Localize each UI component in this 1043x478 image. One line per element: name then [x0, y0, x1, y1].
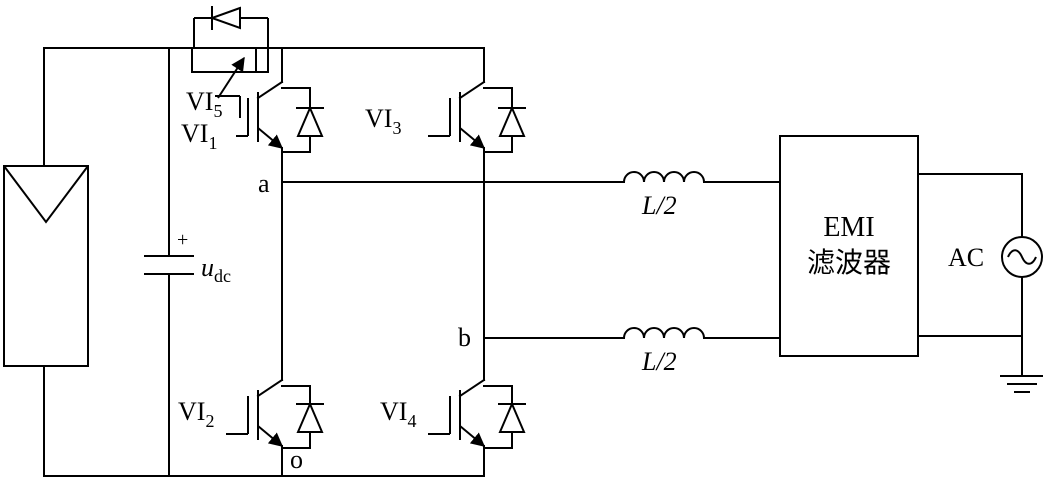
- pv-panel: [3, 165, 89, 367]
- vi1-label: VI1: [181, 119, 217, 153]
- vi5-diode: [193, 6, 269, 72]
- vi1-igbt: [236, 80, 284, 153]
- ground-icon: [1000, 375, 1043, 393]
- node-o-label: o: [290, 445, 303, 474]
- vi4-igbt: [428, 378, 486, 449]
- vi3-diode: [483, 87, 526, 153]
- emi-filter-label-line1: EMI: [823, 212, 874, 243]
- emi-filter-label-line2: 滤波器: [807, 247, 891, 279]
- vi4-diode: [483, 385, 526, 449]
- dc-capacitor: [144, 255, 194, 275]
- node-b-label: b: [458, 323, 471, 352]
- vi3-igbt: [428, 80, 486, 153]
- vi2-diode: [281, 385, 324, 449]
- node-a-label: a: [258, 169, 270, 198]
- vi2-label: VI2: [178, 397, 214, 431]
- ac-source-label: AC: [948, 243, 984, 272]
- inductor-top-label: L/2: [641, 191, 677, 220]
- circuit-wires: [43, 47, 1023, 477]
- vi2-igbt: [226, 378, 284, 449]
- pv-triangle: [3, 165, 89, 224]
- vi4-label: VI4: [380, 397, 416, 431]
- capacitor-plus-sign: +: [177, 229, 188, 251]
- vi5-label: VI5: [186, 87, 222, 121]
- emi-filter-box: [779, 135, 919, 357]
- inductor-bottom: [623, 327, 705, 339]
- vi5-igbt: [198, 56, 254, 118]
- capacitor-voltage-label: udc: [201, 253, 231, 286]
- ac-source-icon: [1001, 236, 1043, 278]
- inductor-bottom-label: L/2: [641, 347, 677, 376]
- vi1-diode: [281, 87, 324, 153]
- vi3-label: VI3: [365, 104, 401, 138]
- inductor-top: [623, 171, 705, 183]
